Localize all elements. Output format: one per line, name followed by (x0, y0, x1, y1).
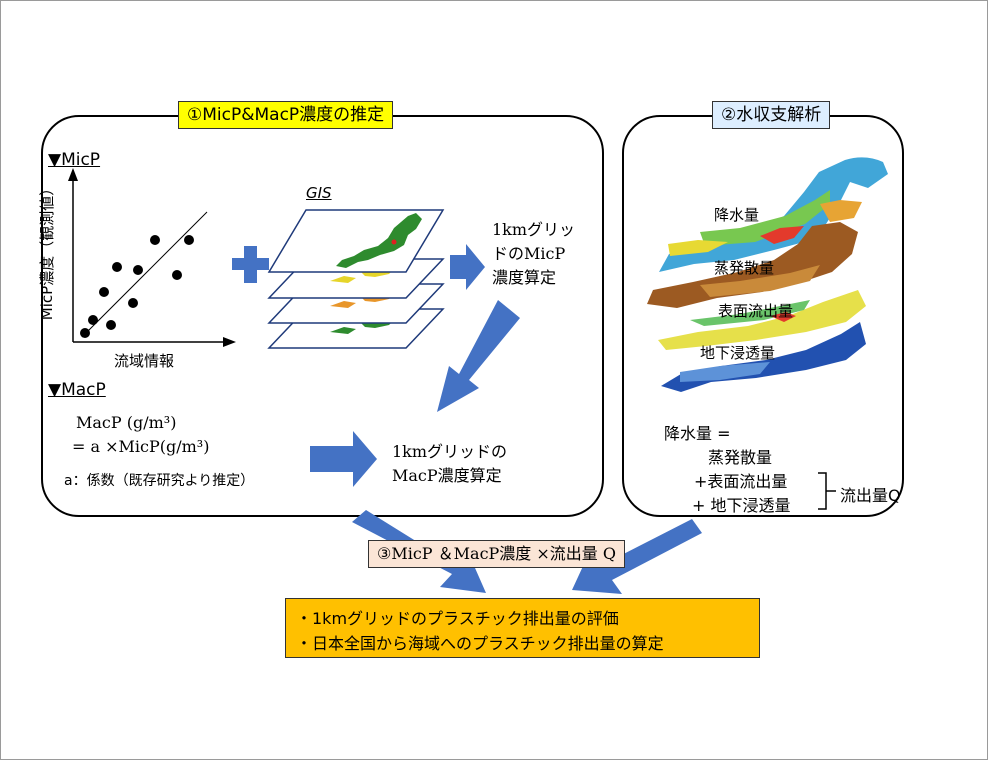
scatter-y-axis-label: MicP濃度（観測値） (38, 180, 57, 321)
result-line1: ・1kmグリッドのプラスチック排出量の評価 (296, 609, 619, 628)
map-label-infiltration: 地下浸透量 (700, 344, 776, 362)
map-label-evapotranspiration: 蒸発散量 (714, 259, 775, 277)
arrow-panel2-to-result (572, 519, 702, 594)
macp-formula-line2: = a ×MicP(g/m³) (72, 437, 210, 456)
macp-grid-line1: 1kmグリッドの (392, 442, 508, 461)
water-balance-maps (647, 157, 888, 392)
micp-grid-line2: ドのMicP (492, 244, 566, 263)
section2-title: ②水収支解析 (712, 101, 831, 129)
macp-formula-line1: MacP (g/m³) (76, 413, 177, 432)
result-box: ・1kmグリッドのプラスチック排出量の評価 ・日本全国から海域へのプラスチック排… (285, 598, 760, 658)
map-label-precipitation: 降水量 (714, 206, 760, 224)
runoff-bracket (818, 472, 836, 510)
equation-line3: +表面流出量 (694, 472, 788, 491)
gis-layer-stack (267, 209, 445, 349)
coefficient-note: a：係数（既存研究より推定） (64, 473, 255, 489)
micp-grid-line3: 濃度算定 (492, 268, 557, 287)
result-line2: ・日本全国から海域へのプラスチック排出量の算定 (296, 634, 664, 653)
arrow-micp-to-macp-grid (437, 300, 520, 412)
section3-title: ③MicP ＆MacP濃度 ×流出量 Q (368, 540, 626, 568)
macp-heading: ▼MacP (48, 380, 106, 400)
equation-line4: + 地下浸透量 (692, 496, 791, 515)
micp-grid-line1: 1kmグリッ (492, 220, 576, 239)
runoff-q-label: 流出量Q (840, 486, 901, 505)
map-label-surface-runoff: 表面流出量 (718, 302, 794, 320)
plus-icon (232, 246, 269, 283)
micp-heading: ▼MicP (48, 150, 101, 170)
section1-title: ①MicP&MacP濃度の推定 (178, 101, 394, 129)
scatter-x-axis-label: 流域情報 (114, 352, 175, 370)
equation-line2: 蒸発散量 (708, 448, 773, 467)
equation-line1: 降水量 = (664, 424, 731, 443)
scatter-plot (68, 168, 236, 347)
arrow-gis-to-micp-grid (450, 244, 485, 290)
macp-grid-line2: MacP濃度算定 (392, 466, 502, 485)
gis-label: GIS (306, 184, 332, 202)
arrow-formula-to-macp-grid (310, 431, 377, 487)
